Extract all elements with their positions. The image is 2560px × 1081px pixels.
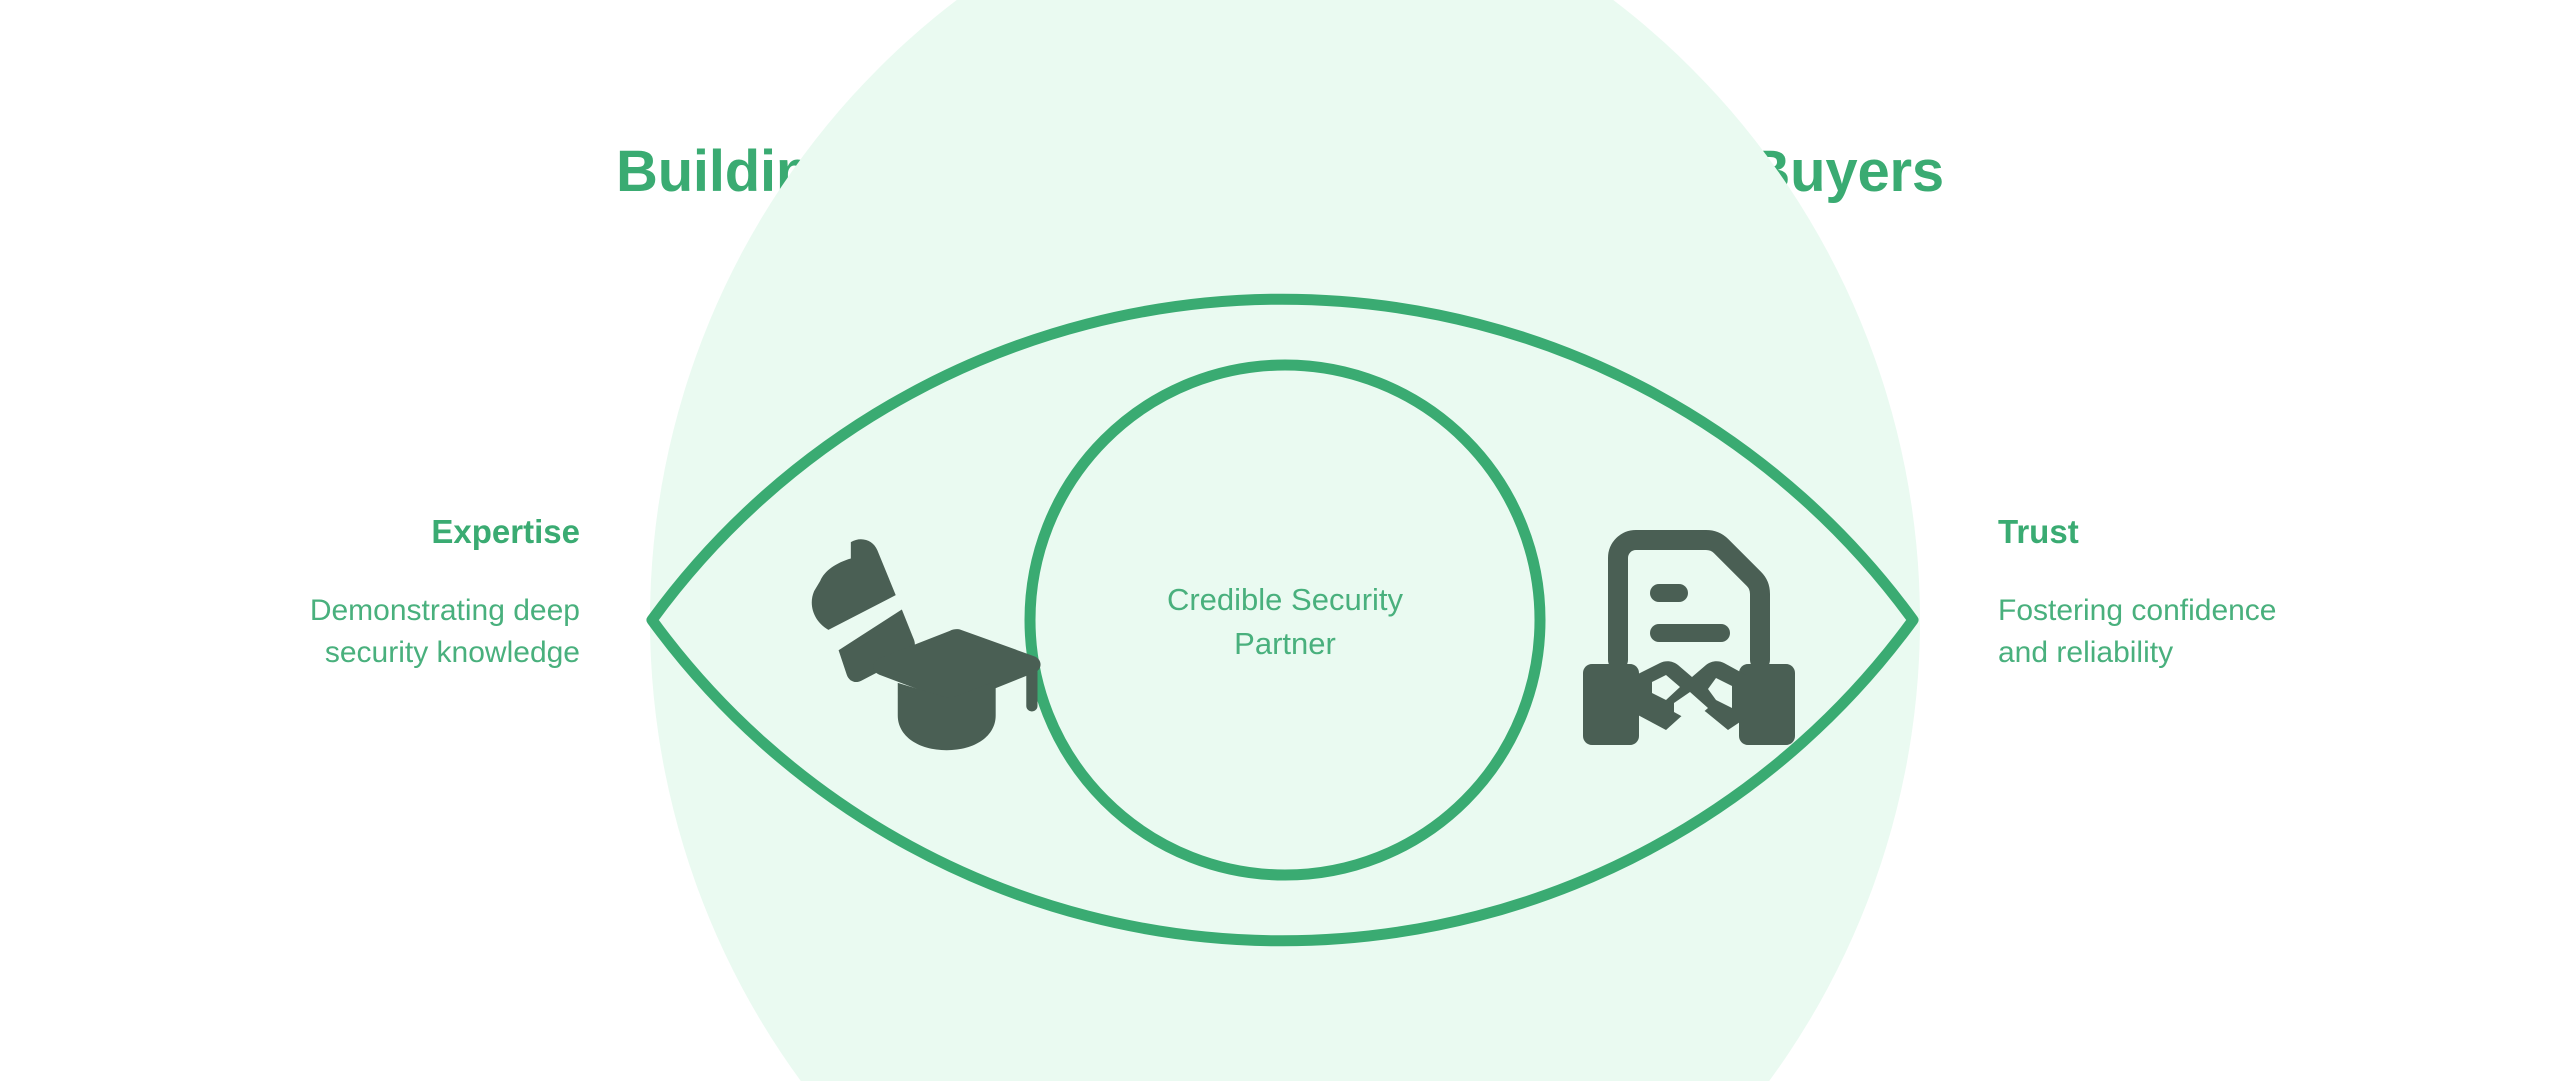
expertise-description-line1: Demonstrating deep xyxy=(309,593,580,627)
venn-lens-outline xyxy=(646,293,1919,947)
trust-description-line1: Fostering confidence xyxy=(1998,593,2277,627)
contract-handshake-icon xyxy=(1583,530,1795,745)
graduation-cap-icon xyxy=(811,539,1041,751)
trust-label-group: Trust Fostering confidence and reliabili… xyxy=(1998,512,2418,675)
expertise-label-group: Expertise Demonstrating deep security kn… xyxy=(160,512,580,675)
expertise-description-line2: security knowledge xyxy=(324,636,580,670)
trust-description-line2: and reliability xyxy=(1998,636,2174,670)
expertise-heading: Expertise xyxy=(431,513,580,550)
center-intersection-label: Credible Security Partner xyxy=(1035,578,1535,666)
center-label-line2: Partner xyxy=(1234,626,1336,662)
trust-heading: Trust xyxy=(1998,513,2079,550)
expertise-description: Demonstrating deep security knowledge xyxy=(160,590,580,675)
center-label-line1: Credible Security xyxy=(1166,582,1404,617)
trust-description: Fostering confidence and reliability xyxy=(1998,590,2418,675)
venn-center-circle xyxy=(1024,359,1546,881)
